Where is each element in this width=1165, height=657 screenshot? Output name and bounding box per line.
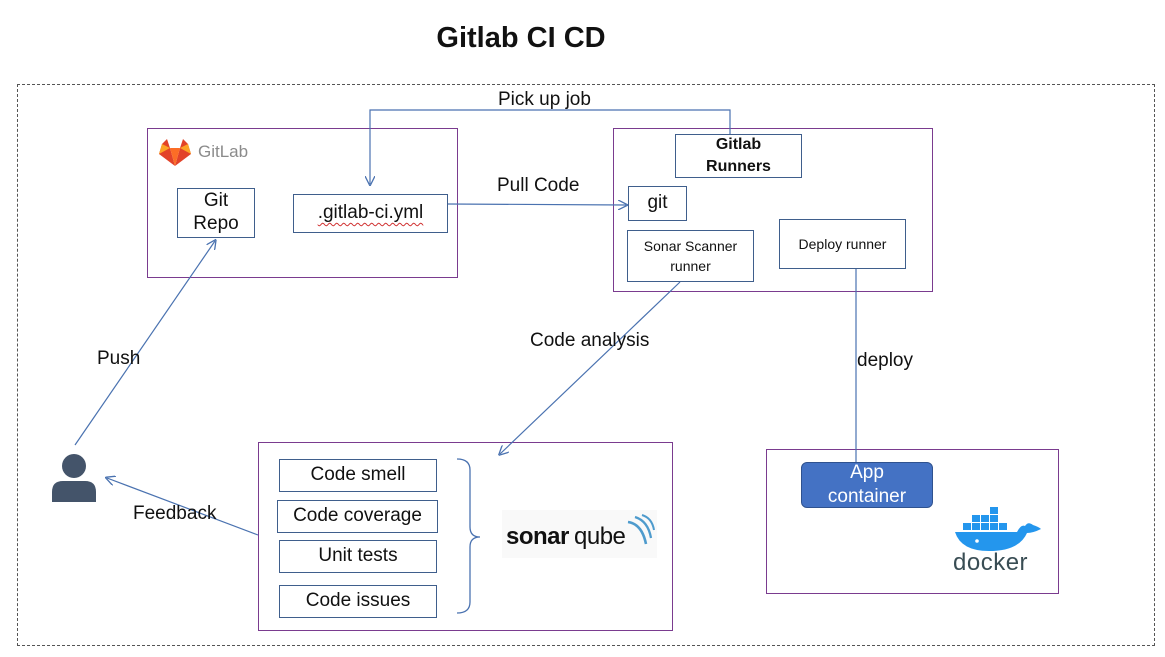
pull-code-arrow <box>447 204 626 205</box>
pick-up-job-label: Pick up job <box>498 89 591 110</box>
gitlab-logo-text: GitLab <box>198 142 249 161</box>
code-analysis-label: Code analysis <box>530 330 650 351</box>
feedback-arrow <box>107 478 259 536</box>
pull-code-label: Pull Code <box>497 175 580 196</box>
gitlab-tanuki-icon <box>159 139 191 166</box>
code-analysis-arrow <box>500 281 681 454</box>
docker-logo-text: docker <box>953 549 1029 576</box>
user-icon <box>52 454 96 502</box>
code-issues-node: Code issues <box>279 585 437 618</box>
app-container-node: App container <box>801 462 933 508</box>
git-node: git <box>628 186 687 221</box>
docker-whale-icon <box>955 507 1041 551</box>
docker-logo: docker <box>947 507 1045 577</box>
sonar-scanner-runner-node: Sonar Scanner runner <box>627 230 754 282</box>
push-arrow <box>74 241 215 446</box>
git-repo-node: Git Repo <box>177 188 255 238</box>
gitlab-runners-node: Gitlab Runners <box>675 134 802 178</box>
sonarqube-logo-text-b: qube <box>574 523 626 550</box>
push-label: Push <box>97 348 141 369</box>
sonarqube-logo: sonar qube <box>502 510 657 558</box>
unit-tests-node: Unit tests <box>279 540 437 573</box>
gitlab-logo: GitLab <box>158 136 258 168</box>
code-smell-node: Code smell <box>279 459 437 492</box>
feedback-label: Feedback <box>133 503 217 524</box>
outer-boundary <box>17 84 1155 646</box>
pick-up-job-arrow <box>370 109 731 184</box>
deploy-label: deploy <box>857 350 913 371</box>
sonarqube-logo-text-a: sonar <box>506 523 569 550</box>
diagram-title: Gitlab CI CD <box>436 22 606 54</box>
sonarqube-waves-icon <box>627 514 655 545</box>
code-coverage-node: Code coverage <box>277 500 438 533</box>
deploy-runner-node: Deploy runner <box>779 219 906 269</box>
gitlab-ci-yml-node: .gitlab-ci.yml <box>293 194 448 233</box>
sonarqube-items-brace <box>456 458 481 614</box>
